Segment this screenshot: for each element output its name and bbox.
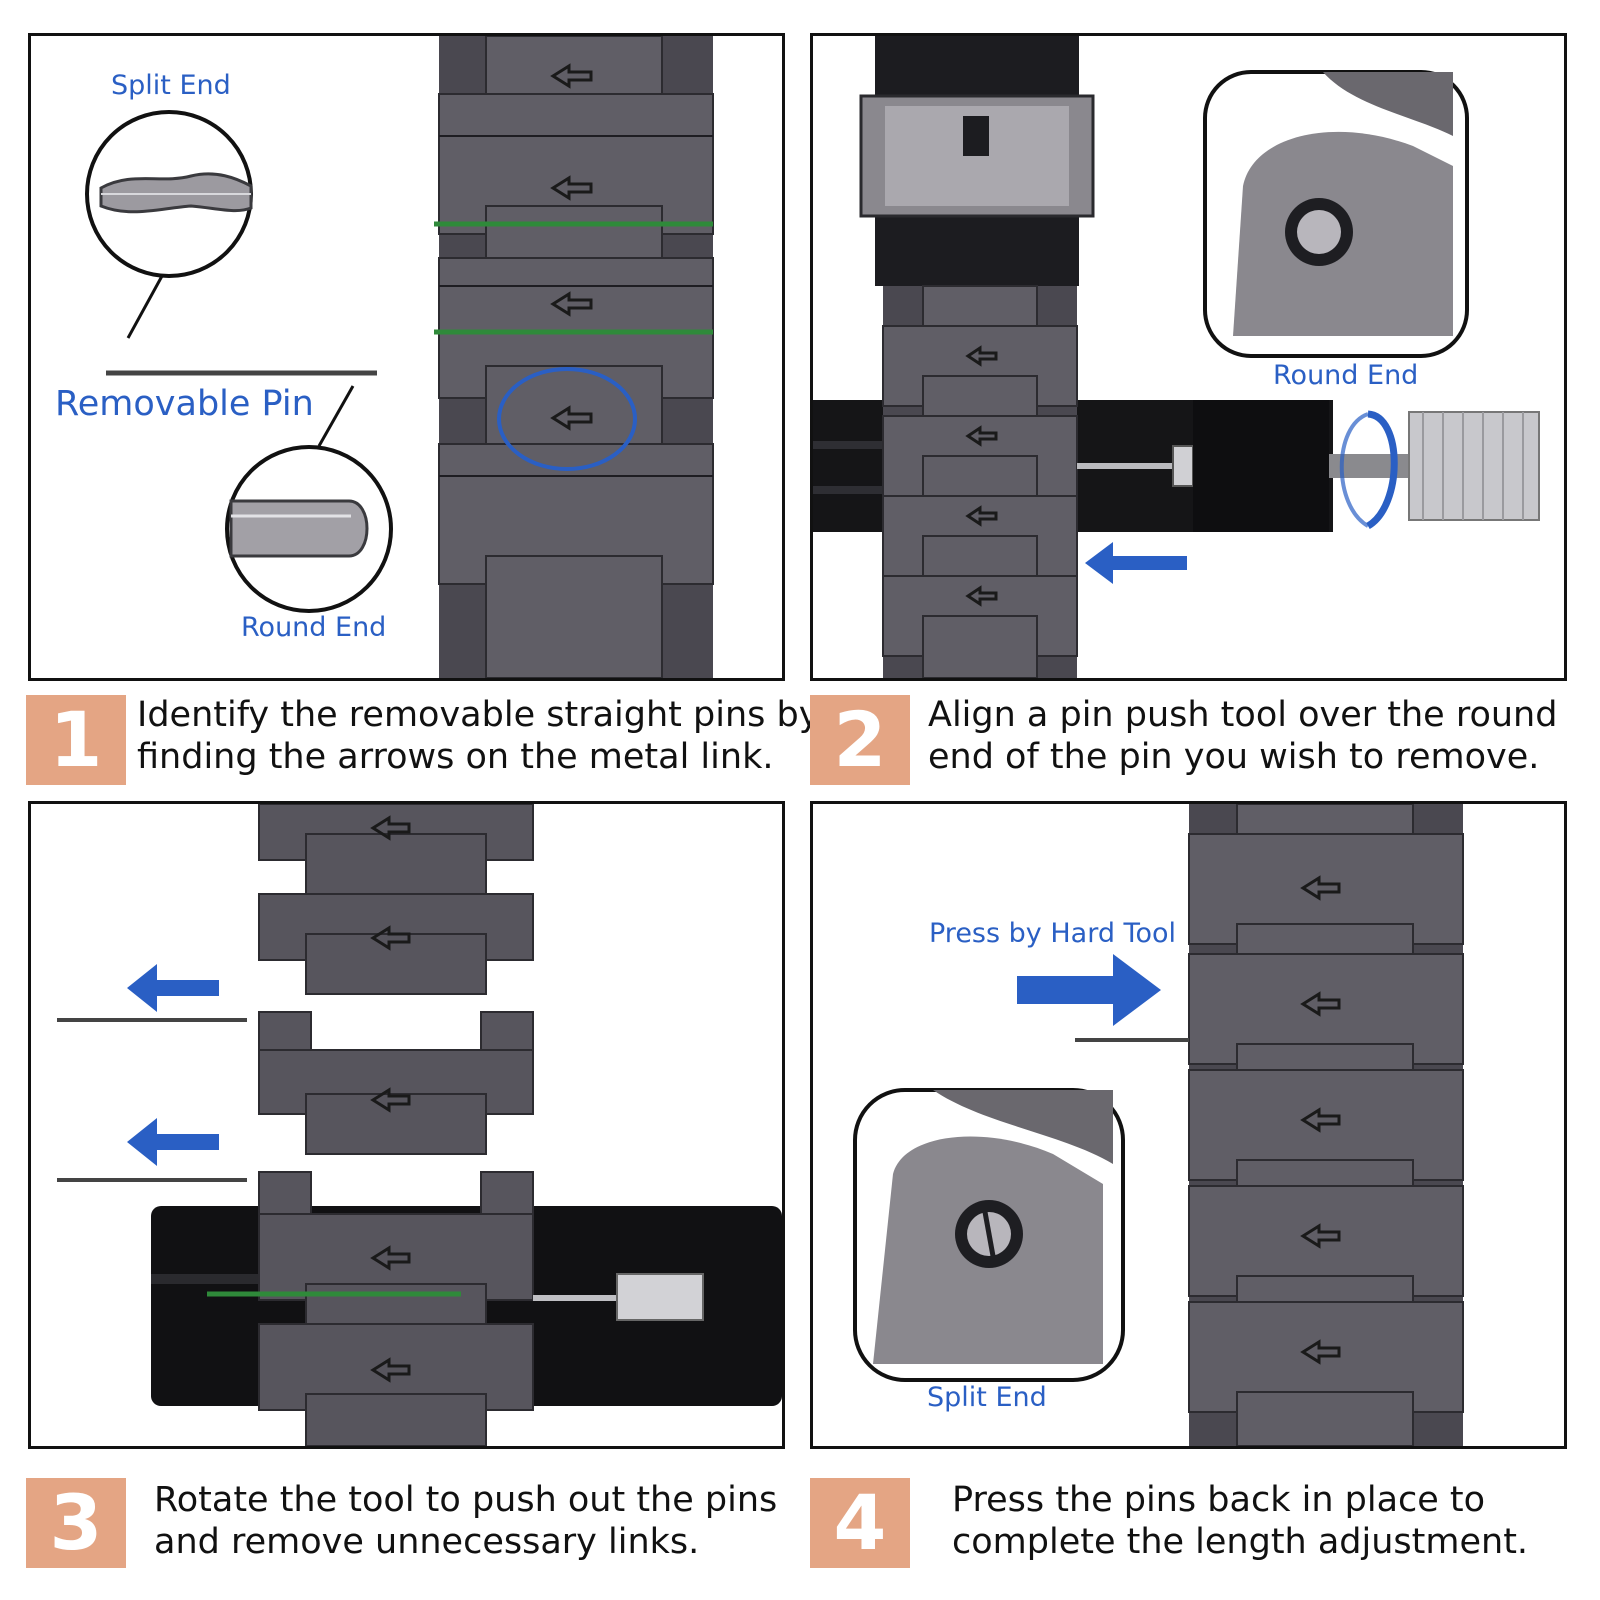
step1-illustration [85, 36, 714, 678]
step4-line2: complete the length adjustment. [952, 1522, 1529, 1562]
link-arrow-icon [965, 345, 998, 367]
link-arrow-icon [1300, 991, 1341, 1017]
step4-number-badge: 4 [810, 1478, 910, 1568]
link-arrow-icon [550, 405, 593, 431]
link-arrow-icon [550, 63, 593, 89]
split-end-label: Split End [111, 70, 231, 101]
step4-panel: Press by Hard Tool Split End [810, 801, 1567, 1449]
step3-instruction: Rotate the tool to push out the pins and… [154, 1479, 777, 1563]
step2-panel: Round End [810, 33, 1567, 681]
step4-illustration [853, 804, 1464, 1446]
step1-line2: finding the arrows on the metal link. [137, 737, 774, 777]
press-arrow-icon [1017, 954, 1161, 1026]
step2-line1: Align a pin push tool over the round [928, 695, 1558, 735]
split-end-label: Split End [927, 1382, 1047, 1413]
step1-number-badge: 1 [26, 695, 126, 785]
step2-line2: end of the pin you wish to remove. [928, 737, 1540, 777]
step2-number-badge: 2 [810, 695, 910, 785]
link-arrow-icon [370, 1357, 411, 1383]
step3-number-badge: 3 [26, 1478, 126, 1568]
link-arrow-icon [370, 1245, 411, 1271]
link-arrow-icon [965, 585, 998, 607]
link-arrow-icon [550, 291, 593, 317]
step4-line1: Press the pins back in place to [952, 1480, 1486, 1520]
link-arrow-icon [1300, 875, 1341, 901]
link-arrow-icon [1300, 1107, 1341, 1133]
link-arrow-icon [1300, 1223, 1341, 1249]
link-arrow-icon [370, 815, 411, 841]
round-end-label: Round End [1273, 360, 1419, 391]
step2-instruction: Align a pin push tool over the round end… [928, 694, 1557, 778]
step1-instruction: Identify the removable straight pins by … [137, 694, 819, 778]
step1-panel: Split End Removable Pin Round End [28, 33, 785, 681]
step3-panel [28, 801, 785, 1449]
step1-line1: Identify the removable straight pins by [137, 695, 820, 735]
pull-arrow-icon [127, 964, 219, 1012]
knob [1408, 411, 1540, 521]
link-arrow-icon [965, 425, 998, 447]
link-arrow-icon [1300, 1339, 1341, 1365]
step4-instruction: Press the pins back in place to complete… [952, 1479, 1528, 1563]
rotate-arrow-icon [1365, 410, 1398, 530]
press-tool-label: Press by Hard Tool [929, 918, 1176, 949]
step3-line1: Rotate the tool to push out the pins [154, 1480, 778, 1520]
link-arrow-icon [370, 925, 411, 951]
removable-pin-label: Removable Pin [55, 384, 314, 424]
round-end-label: Round End [241, 612, 387, 643]
step3-line2: and remove unnecessary links. [154, 1522, 700, 1562]
step3-illustration [57, 804, 782, 1446]
link-arrow-icon [965, 505, 998, 527]
pull-arrow-icon [127, 1118, 219, 1166]
push-direction-arrow-icon [1085, 542, 1187, 584]
link-arrow-icon [550, 175, 593, 201]
highlight-ellipse [497, 367, 637, 471]
link-arrow-icon [370, 1087, 411, 1113]
step2-illustration [813, 36, 1540, 678]
